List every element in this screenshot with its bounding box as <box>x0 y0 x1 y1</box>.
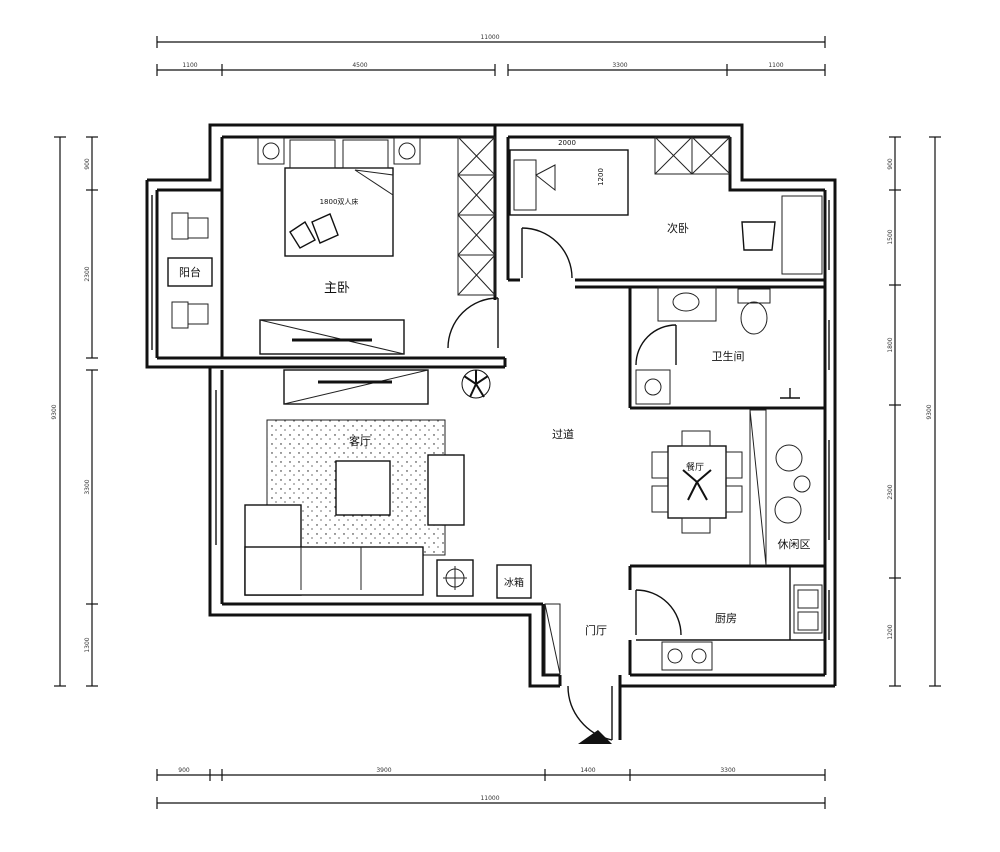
right-total-dim: 9300 <box>926 404 933 419</box>
double-bed-label: 1800双人床 <box>320 197 359 206</box>
sideboard <box>749 409 767 566</box>
nightstand-right <box>393 137 421 165</box>
kitchen-label: 厨房 <box>715 612 737 625</box>
right-dim-2: 1500 <box>887 229 894 244</box>
second-bedroom-label: 次卧 <box>667 221 689 235</box>
right-dim-4: 2300 <box>887 484 894 499</box>
bottom-dim-1: 900 <box>178 767 190 774</box>
corridor-label: 过道 <box>552 427 574 441</box>
leisure-area: 休闲区 <box>774 444 811 551</box>
dining: 餐厅 <box>651 409 767 566</box>
balcony-sign <box>167 257 213 287</box>
round-table-icon <box>793 475 811 493</box>
top-dim-3: 3300 <box>612 62 627 69</box>
bottom-dim-4: 3300 <box>720 767 735 774</box>
top-dim-2: 4500 <box>352 62 367 69</box>
wardrobe-master <box>457 136 496 296</box>
desk-chair <box>741 221 776 251</box>
bottom-dim-2: 3900 <box>376 767 391 774</box>
wash-basin <box>657 286 717 322</box>
leisure-area-label: 休闲区 <box>778 537 811 551</box>
bottom-dim-3: 1400 <box>580 767 595 774</box>
desk <box>781 195 823 275</box>
bottom-total-dim: 11000 <box>480 795 499 802</box>
top-dimensions: 11000 1100 4500 3300 1100 <box>156 34 826 76</box>
shoe-cabinet <box>544 603 561 675</box>
living-room-label: 客厅 <box>349 434 371 448</box>
bed-width-label: 2000 <box>558 139 576 147</box>
entrance-arrow-icon <box>578 730 612 744</box>
second-bedroom: 2000 1200 次卧 <box>509 136 823 275</box>
balcony: 阳台 <box>167 212 213 329</box>
kitchen: 厨房 <box>636 566 825 671</box>
bed-depth-label: 1200 <box>597 168 605 186</box>
bathroom: 卫生间 <box>635 286 800 405</box>
left-dimensions: 9300 900 2300 3300 1300 <box>51 136 98 687</box>
sofa <box>244 546 424 596</box>
living-room: 客厅 <box>244 369 491 597</box>
coffee-table <box>335 460 391 516</box>
double-bed <box>284 167 394 257</box>
doors <box>447 227 682 744</box>
toilet-icon <box>740 301 768 335</box>
right-dim-3: 1800 <box>887 337 894 352</box>
right-dimensions: 9300 900 1500 1800 2300 1200 <box>887 136 941 687</box>
top-dim-4: 1100 <box>768 62 783 69</box>
armchair <box>427 454 465 526</box>
nightstand-left <box>257 137 285 165</box>
walls <box>145 123 837 740</box>
tv-cabinet-living <box>283 369 429 405</box>
left-dim-2: 2300 <box>84 266 91 281</box>
single-bed <box>509 149 629 216</box>
corridor: 过道 冰箱 门厅 <box>496 427 607 675</box>
left-total-dim: 9300 <box>51 404 58 419</box>
lounge-chair-icon <box>775 444 803 472</box>
left-dim-1: 900 <box>84 158 91 170</box>
toilet-tank <box>737 288 771 304</box>
left-dim-4: 1300 <box>84 637 91 652</box>
left-dim-3: 3300 <box>84 479 91 494</box>
lounge-chair-icon <box>774 496 802 524</box>
top-dim-1: 1100 <box>182 62 197 69</box>
refrigerator-label: 冰箱 <box>504 576 524 589</box>
tv-cabinet-master <box>259 319 405 355</box>
refrigerator <box>496 564 532 599</box>
master-bedroom-label: 主卧 <box>324 281 350 296</box>
top-total-dim: 11000 <box>480 34 499 41</box>
sink <box>793 584 823 634</box>
dining-label: 餐厅 <box>686 461 704 473</box>
balcony-label: 阳台 <box>179 265 201 279</box>
bathroom-label: 卫生间 <box>712 349 745 363</box>
entrance-label: 门厅 <box>585 623 607 637</box>
stove <box>661 641 713 671</box>
bottom-dimensions: 900 3900 1400 3300 11000 <box>156 767 826 809</box>
washing-machine <box>635 369 671 405</box>
master-bedroom: 1800双人床 主卧 <box>257 136 496 355</box>
right-dim-5: 1200 <box>887 624 894 639</box>
right-dim-1: 900 <box>887 158 894 170</box>
plant-icon <box>461 369 491 399</box>
